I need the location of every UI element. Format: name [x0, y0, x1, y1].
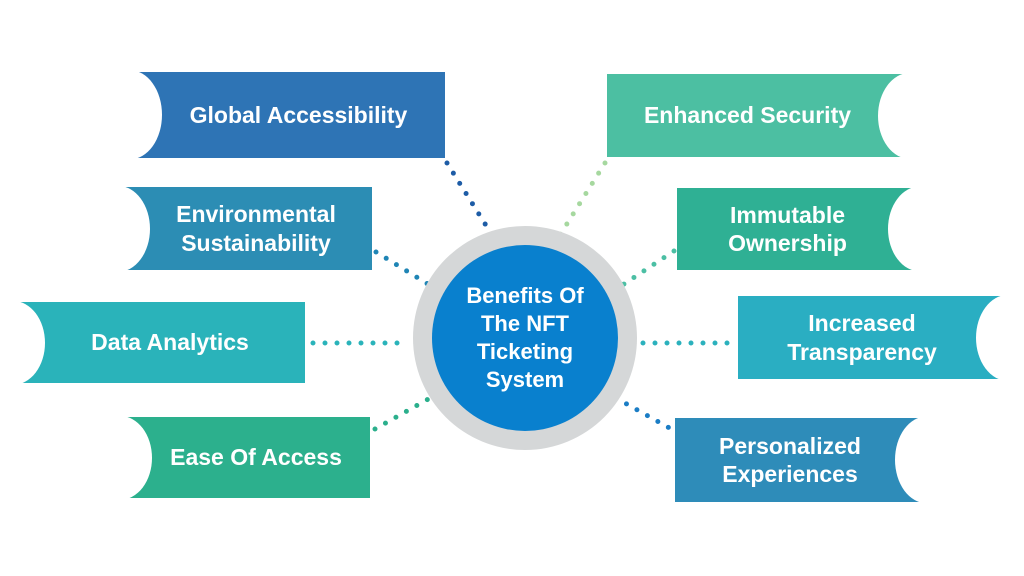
connector-global-accessibility	[444, 160, 500, 246]
benefit-label: Enhanced Security	[643, 102, 852, 129]
ribbon-notch	[878, 74, 910, 157]
ribbon-notch	[118, 187, 150, 270]
benefit-label: Personalized Experiences	[719, 432, 861, 487]
benefit-banner-data-analytics: Data Analytics	[13, 302, 305, 383]
center-ring: Benefits Of The NFT Ticketing System	[413, 226, 637, 450]
benefit-label: Global Accessibility	[189, 101, 408, 128]
center-title: Benefits Of The NFT Ticketing System	[466, 282, 583, 395]
connector-enhanced-security	[552, 160, 608, 246]
center-title-line: Ticketing	[476, 339, 574, 364]
benefit-banner-increased-transparency: Increased Transparency	[738, 296, 1008, 379]
center-circle: Benefits Of The NFT Ticketing System	[432, 245, 618, 431]
benefit-banner-environmental-sustainability: Environmental Sustainability	[118, 187, 372, 270]
connector-immutable-ownership	[618, 248, 677, 289]
benefit-banner-immutable-ownership: Immutable Ownership	[677, 188, 920, 270]
connector-ease-of-access	[372, 390, 442, 432]
ribbon-notch	[120, 417, 152, 498]
ribbon-notch	[13, 302, 45, 383]
benefit-label: Ease Of Access	[170, 444, 342, 471]
benefit-label: Increased Transparency	[787, 310, 937, 365]
connector-personalized-experiences	[613, 395, 676, 433]
connector-environmental-sustainability	[373, 249, 434, 289]
ribbon-notch	[976, 296, 1008, 379]
ribbon-notch	[130, 72, 162, 158]
ribbon-notch	[895, 418, 927, 502]
center-title-line: Benefits Of	[466, 282, 584, 308]
benefit-label: Data Analytics	[91, 329, 249, 356]
ribbon-notch	[888, 188, 920, 270]
benefit-label: Immutable Ownership	[728, 201, 847, 256]
center-title-line: The NFT	[480, 310, 569, 336]
center-title-line: System	[485, 367, 565, 393]
benefit-banner-global-accessibility: Global Accessibility	[130, 72, 445, 158]
benefit-banner-ease-of-access: Ease Of Access	[120, 417, 370, 498]
benefit-banner-personalized-experiences: Personalized Experiences	[675, 418, 927, 502]
benefit-label: Environmental Sustainability	[176, 201, 336, 256]
benefit-banner-enhanced-security: Enhanced Security	[607, 74, 910, 157]
